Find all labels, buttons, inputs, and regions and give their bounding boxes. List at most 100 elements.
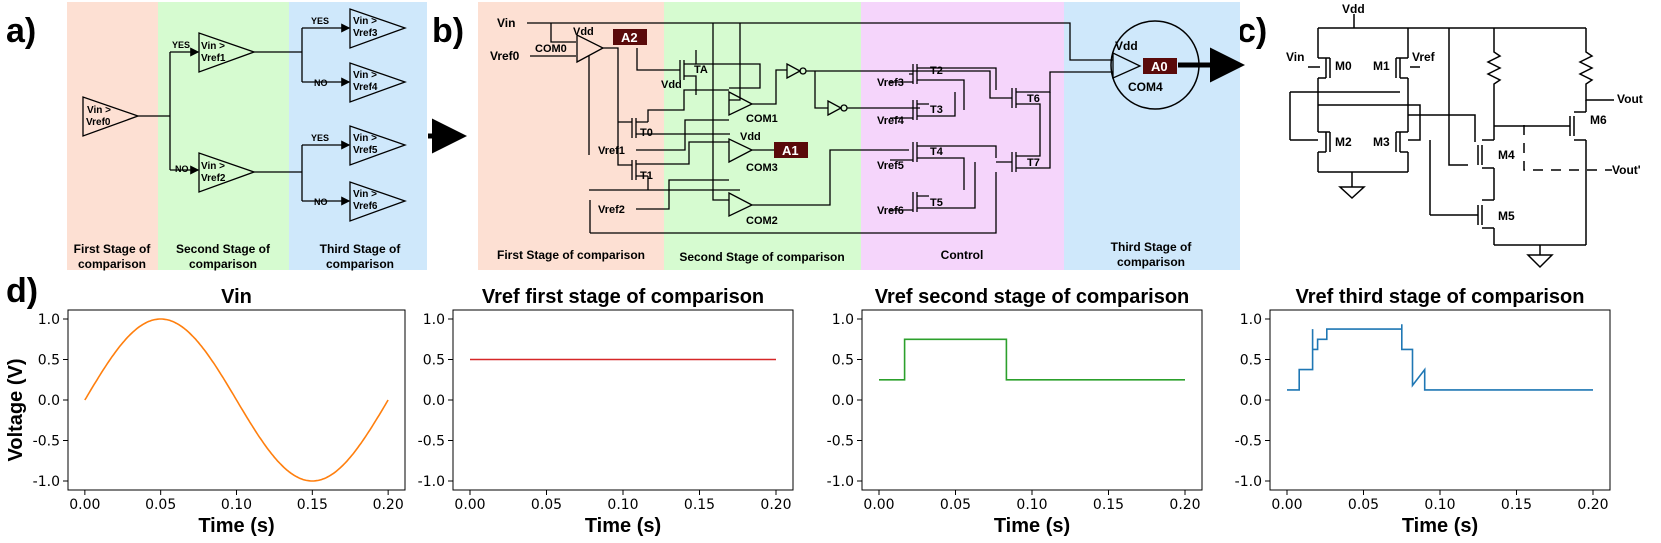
b-vin-label: Vin: [497, 16, 515, 30]
chart-3-ytick-label: 0.5: [1240, 353, 1262, 369]
chart-0-series-0: [84, 318, 389, 482]
yes-label-3: YES: [311, 16, 329, 26]
b-stage3-region: [1064, 2, 1240, 270]
b-vref3-label: Vref3: [877, 77, 904, 89]
chart-1-xtick-label: 0.00: [454, 497, 485, 513]
b-ta-label: TA: [694, 64, 708, 76]
b-t6-label: T6: [1027, 93, 1040, 105]
chart-1-xtick-label: 0.20: [760, 497, 791, 513]
chart-0-xlabel: Time (s): [198, 515, 274, 537]
comparator-3: Vin >Vref3: [349, 8, 407, 49]
b-t3-label: T3: [930, 104, 943, 116]
b-vref4-label: Vref4: [877, 115, 905, 127]
c-m1-label: M1: [1373, 59, 1390, 73]
panel-c: Vdd Vin Vref M0 M1 M2 M3 Vout M4 M5 M6 V…: [1286, 2, 1643, 269]
b-stage2-region: [664, 2, 861, 270]
b-t7-label: T7: [1027, 157, 1040, 169]
b-a1-tag: [774, 142, 808, 158]
b-a1-text: A1: [782, 143, 799, 158]
chart-0-xtick-label: 0.00: [69, 497, 100, 513]
chart-0-xtick-label: 0.05: [145, 497, 176, 513]
b-a2-text: A2: [621, 30, 638, 45]
c-m6-label: M6: [1590, 113, 1607, 127]
chart-0-xtick-label: 0.10: [221, 497, 252, 513]
b-com4: [1112, 51, 1142, 80]
chart-2-xlabel: Time (s): [994, 515, 1070, 537]
b-stage2-label: Second Stage of comparison: [679, 250, 844, 264]
c-m4-label: M4: [1498, 148, 1515, 162]
chart-2-xtick-label: 0.20: [1169, 497, 1200, 513]
c-m5-label: M5: [1498, 209, 1515, 223]
svg-text:Vin >Vref5: Vin >Vref5: [353, 133, 378, 156]
no-label-6: NO: [314, 197, 328, 207]
b-t5-label: T5: [930, 197, 943, 209]
b-vref0-label: Vref0: [490, 49, 520, 63]
b-com3-label: COM3: [746, 162, 778, 174]
b-vref6-label: Vref6: [877, 205, 904, 217]
panel-a-letter: a): [6, 12, 36, 50]
b-control-label: Control: [941, 248, 984, 262]
b-vdd-com3: Vdd: [740, 131, 761, 143]
chart-2-ytick-label: -1.0: [827, 474, 854, 490]
c-vout-prime-label: Vout': [1612, 163, 1641, 177]
chart-3-xtick-label: 0.10: [1424, 497, 1455, 513]
b-t1-label: T1: [640, 170, 653, 182]
chart-3-frame: [1269, 309, 1611, 491]
chart-2-ytick-label: 0.5: [832, 353, 854, 369]
chart-0-ytick-label: 1.0: [38, 312, 60, 328]
b-t4-label: T4: [930, 146, 944, 158]
chart-1-title: Vref first stage of comparison: [482, 286, 764, 308]
chart-3-ytick-label: -0.5: [1235, 434, 1262, 450]
panel-d-letter: d): [6, 272, 38, 310]
b-com4-label: COM4: [1128, 80, 1163, 94]
chart-3-title: Vref third stage of comparison: [1296, 286, 1585, 308]
comparator-root: [82, 96, 140, 137]
chart-1-ytick-label: 1.0: [423, 312, 445, 328]
b-vdd-ta: Vdd: [661, 79, 682, 91]
chart-2-frame: [861, 309, 1203, 491]
chart-1-frame: [452, 309, 794, 491]
chart-2-title: Vref second stage of comparison: [875, 286, 1190, 308]
no-label-4: NO: [314, 78, 328, 88]
panel-c-letter: c): [1237, 12, 1267, 50]
chart-0-xtick-label: 0.20: [373, 497, 404, 513]
chart-1-ytick-label: 0.5: [423, 353, 445, 369]
b-vdd-com0: Vdd: [573, 26, 594, 38]
c-vout-label: Vout: [1617, 92, 1643, 106]
b-a0-tag: [1143, 58, 1177, 74]
chart-2-ytick-label: -0.5: [827, 434, 854, 450]
chart-3-series-0: [1287, 324, 1593, 391]
b-com2-label: COM2: [746, 215, 778, 227]
chart-0-ytick-label: -1.0: [33, 474, 60, 490]
comparator-lower: [198, 152, 256, 193]
b-com0-label: COM0: [535, 43, 567, 55]
panel-b-letter: b): [432, 12, 464, 50]
b-com1: [728, 90, 754, 117]
c-m2-label: M2: [1335, 135, 1352, 149]
c-m3-label: M3: [1373, 135, 1390, 149]
chart-2-series-0: [879, 338, 1185, 381]
b-inverter-1: [786, 62, 802, 80]
cmp-root-l1: Vin >: [87, 105, 111, 116]
comparator-4: Vin >Vref4: [349, 62, 407, 103]
chart-3-xtick-label: 0.15: [1501, 497, 1532, 513]
b-vref2-label: Vref2: [598, 204, 625, 216]
chart-2-xtick-label: 0.00: [863, 497, 894, 513]
comparator-upper: [198, 32, 256, 73]
b-stage1-region: [478, 2, 664, 270]
chart-0-ytick-label: -0.5: [33, 434, 60, 450]
chart-3-xtick-label: 0.00: [1271, 497, 1302, 513]
chart-1-xtick-label: 0.10: [607, 497, 638, 513]
stage3-region: [289, 2, 427, 270]
c-vin-label: Vin: [1286, 50, 1304, 64]
chart-0-title: Vin: [221, 286, 252, 308]
chart-2-xtick-label: 0.05: [940, 497, 971, 513]
yes-label-5: YES: [311, 133, 329, 143]
svg-text:Vin >Vref3: Vin >Vref3: [353, 16, 378, 39]
chart-1-xlabel: Time (s): [585, 515, 661, 537]
